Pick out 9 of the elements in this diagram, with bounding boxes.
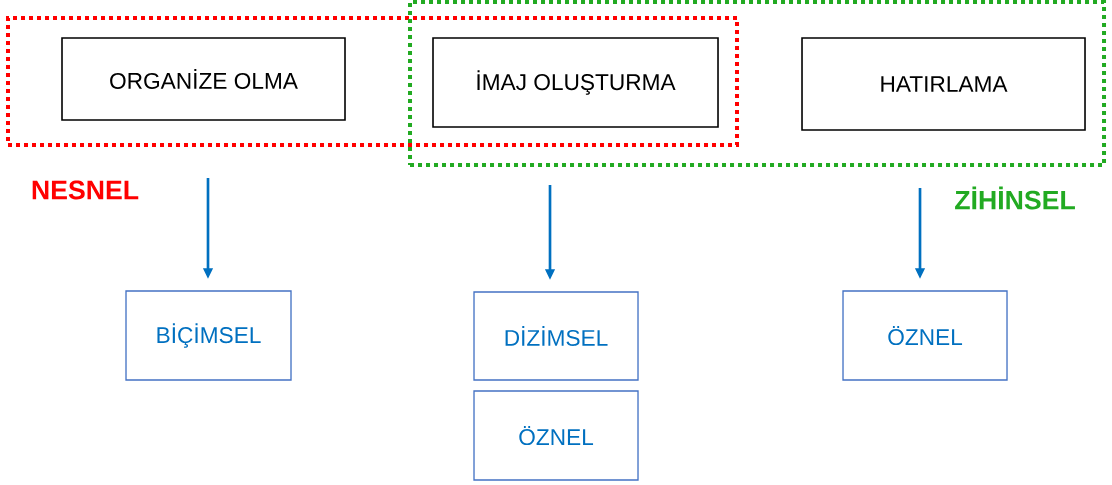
process-box: ORGANİZE OLMA bbox=[61, 37, 346, 121]
category-box: ÖZNEL bbox=[842, 290, 1008, 381]
process-box: İMAJ OLUŞTURMA bbox=[432, 37, 719, 128]
category-box: ÖZNEL bbox=[473, 390, 639, 481]
category-box: DİZİMSEL bbox=[473, 291, 639, 381]
process-box: HATIRLAMA bbox=[801, 37, 1086, 131]
frame-heading: NESNEL bbox=[32, 180, 139, 200]
frame-heading: ZİHİNSEL bbox=[955, 186, 1075, 210]
category-box: BİÇİMSEL bbox=[125, 290, 292, 381]
